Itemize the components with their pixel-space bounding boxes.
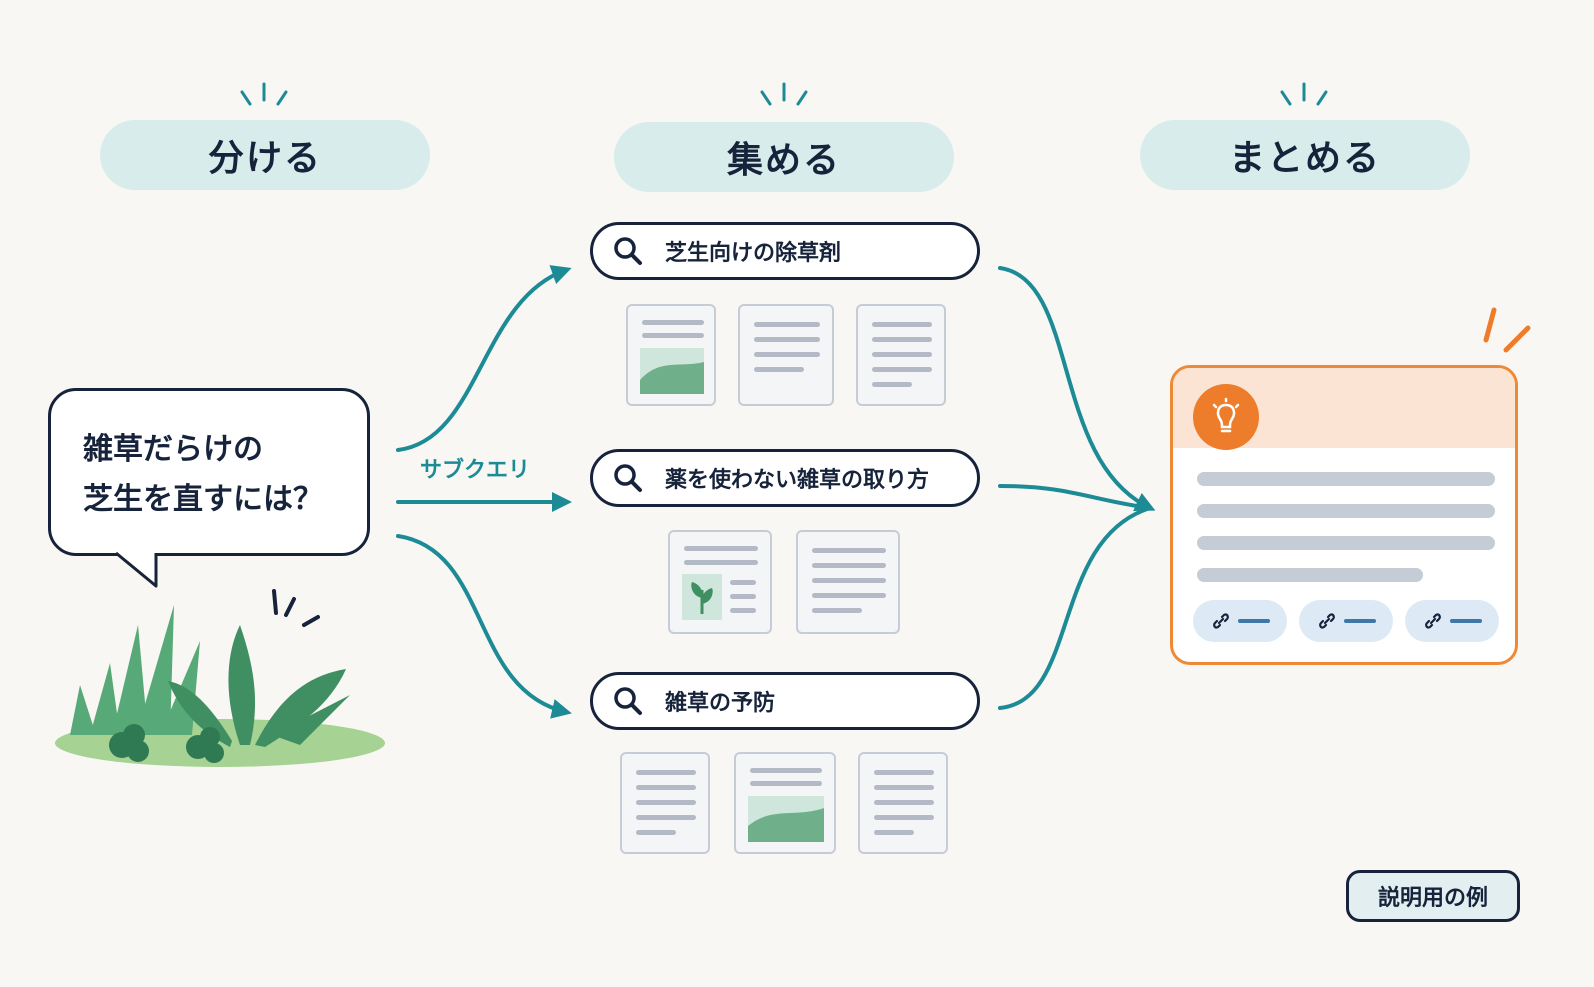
document-icon (738, 304, 834, 406)
search-icon (614, 464, 642, 492)
sparkle-icon (1280, 82, 1328, 106)
document-icon (620, 752, 710, 854)
bubble-tail (112, 550, 158, 588)
arrow-from-query-2 (998, 484, 1152, 510)
example-badge: 説明用の例 (1346, 870, 1520, 922)
sparkle-icon (1483, 307, 1531, 353)
answer-card (1170, 365, 1518, 665)
query-text-3: 雑草の予防 (665, 691, 776, 716)
step-gather-label: 集める (614, 122, 954, 192)
arrow-to-query-3 (396, 534, 572, 719)
arrow-from-query-1 (998, 266, 1156, 511)
leaf-icon (682, 574, 722, 620)
link-icon (1425, 613, 1441, 629)
source-link-chip[interactable] (1405, 600, 1499, 642)
query-bar-2[interactable]: 薬を使わない雑草の取り方 (590, 449, 980, 507)
arrow-to-query-1 (396, 265, 572, 452)
question-line-2: 芝生を直すには？ (83, 482, 323, 517)
sparkle-icon (760, 82, 808, 106)
query-bar-1[interactable]: 芝生向けの除草剤 (590, 222, 980, 280)
image-thumbnail (640, 348, 704, 394)
lightbulb-icon (1193, 384, 1259, 450)
source-link-chip[interactable] (1299, 600, 1393, 642)
image-thumbnail (748, 796, 824, 842)
source-link-chip[interactable] (1193, 600, 1287, 642)
query-bar-3[interactable]: 雑草の予防 (590, 672, 980, 730)
document-icon (858, 752, 948, 854)
step-split-label: 分ける (100, 120, 430, 190)
document-icon (626, 304, 716, 406)
search-icon (614, 237, 642, 265)
weeds-illustration (55, 589, 385, 767)
link-icon (1213, 613, 1229, 629)
subquery-label: サブクエリ (420, 458, 531, 483)
document-icon (668, 530, 772, 634)
query-text-2: 薬を使わない雑草の取り方 (665, 468, 930, 493)
question-line-1: 雑草だらけの (83, 432, 263, 467)
document-icon (796, 530, 900, 634)
link-icon (1319, 613, 1335, 629)
question-bubble: 雑草だらけの 芝生を直すには？ (48, 388, 370, 556)
step-summarize-label: まとめる (1140, 120, 1470, 190)
query-text-1: 芝生向けの除草剤 (665, 241, 842, 266)
search-icon (614, 687, 642, 715)
document-icon (856, 304, 946, 406)
document-icon (734, 752, 836, 854)
arrow-from-query-3 (998, 506, 1152, 710)
sparkle-icon (240, 82, 288, 106)
